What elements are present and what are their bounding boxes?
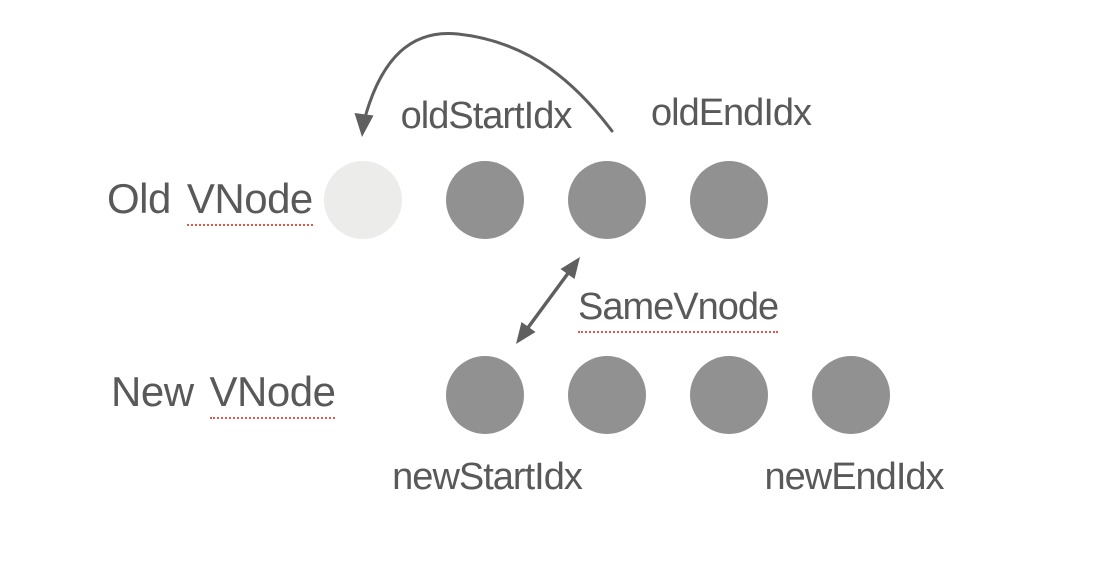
same-vnode-arrow-head-top-icon: [560, 257, 580, 279]
old-vnode-row-label: Old VNode: [107, 175, 313, 226]
new-end-idx-label: newEndIdx: [764, 456, 944, 498]
old-vnode-circle-1: [446, 161, 524, 239]
same-vnode-label: SameVnode: [578, 286, 779, 333]
new-vnode-circle-3: [812, 356, 890, 434]
new-vnode-row-label-word2: VNode: [209, 368, 336, 419]
new-vnode-row-label-word1: New: [111, 368, 194, 415]
new-start-idx-label: newStartIdx: [392, 456, 583, 498]
old-start-idx-label: oldStartIdx: [400, 95, 573, 137]
curved-move-arrow-head-icon: [354, 113, 374, 137]
old-vnode-row-label-word2: VNode: [186, 175, 313, 226]
same-vnode-arrow-line: [525, 270, 571, 331]
old-vnode-circle-3: [690, 161, 768, 239]
new-vnode-circle-2: [690, 356, 768, 434]
old-vnode-circle-0: [324, 161, 402, 239]
new-vnode-circle-0: [446, 356, 524, 434]
new-vnode-circle-1: [568, 356, 646, 434]
old-vnode-circle-2: [568, 161, 646, 239]
old-end-idx-label: oldEndIdx: [650, 92, 812, 134]
old-vnode-row-label-word1: Old: [107, 175, 171, 222]
new-vnode-row-label: New VNode: [111, 368, 336, 419]
same-vnode-arrow-head-bottom-icon: [516, 322, 536, 344]
